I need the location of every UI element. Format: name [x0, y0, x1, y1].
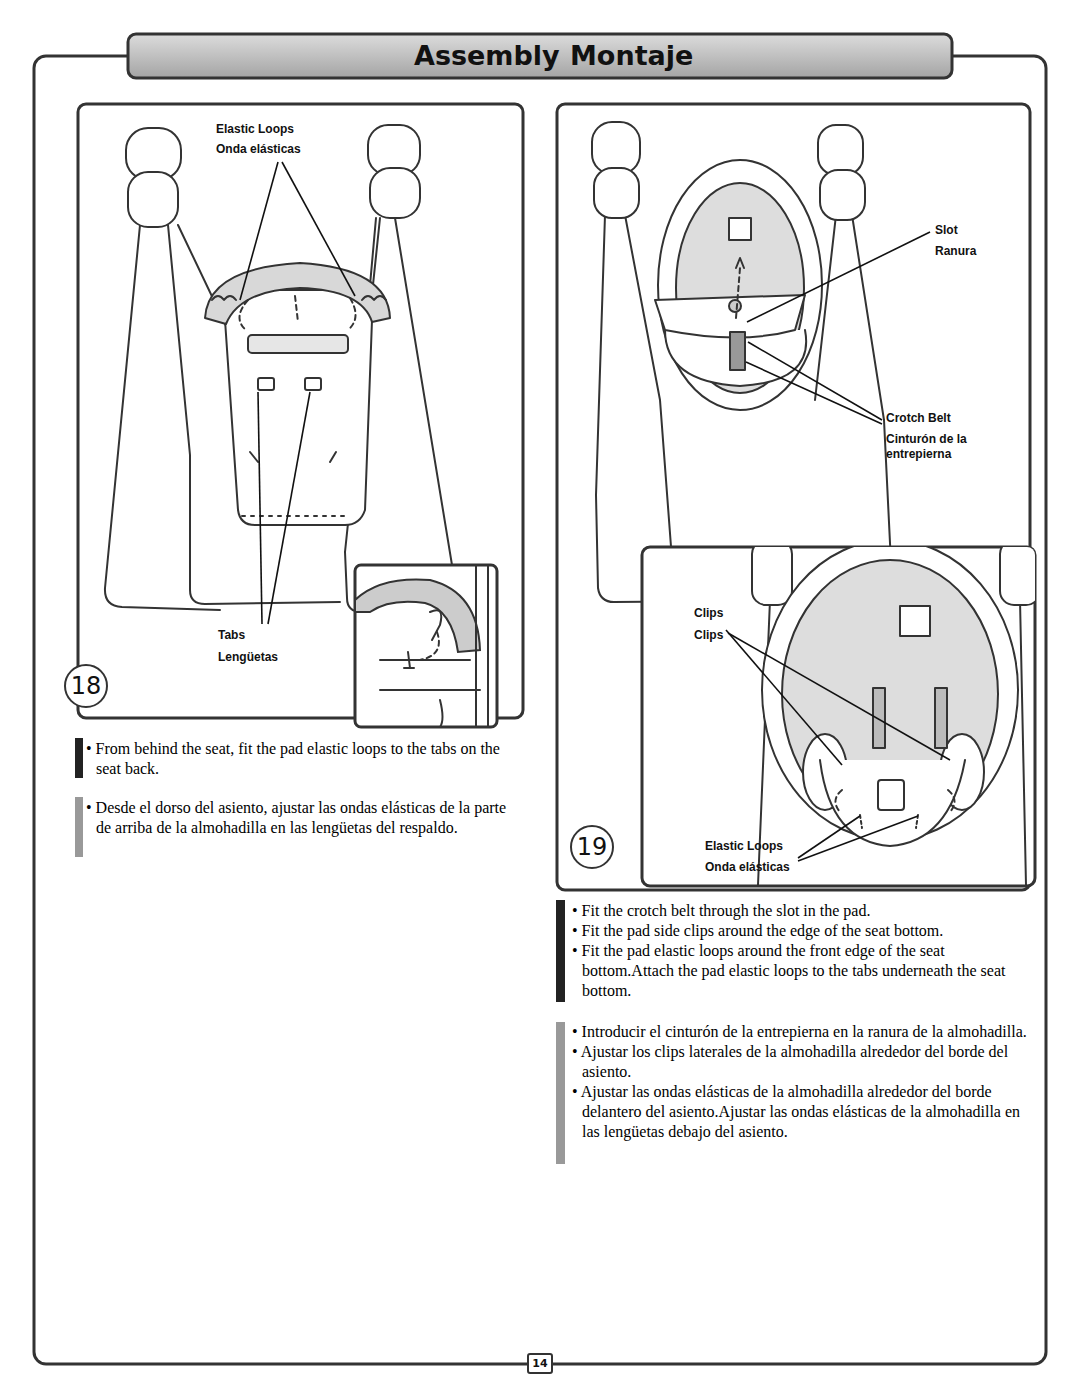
- callout-label: Elastic Loops: [705, 839, 783, 854]
- callout-label: Clips: [694, 628, 723, 643]
- instruction-block: • Fit the crotch belt through the slot i…: [572, 901, 1030, 1001]
- step-number: 19: [570, 825, 614, 869]
- node-text: 19: [577, 833, 608, 861]
- instruction-text: • Introducir el cinturón de la entrepier…: [572, 1022, 1030, 1042]
- instruction-text: • Fit the crotch belt through the slot i…: [572, 901, 1030, 921]
- instruction-text: • Ajustar las ondas elásticas de la almo…: [572, 1082, 1030, 1142]
- instruction-text: • Fit the pad side clips around the edge…: [572, 921, 1030, 941]
- instruction-block: • From behind the seat, fit the pad elas…: [86, 739, 521, 779]
- instruction-block: • Introducir el cinturón de la entrepier…: [572, 1022, 1030, 1142]
- page-title: Assembly: [414, 39, 560, 73]
- callout-label: Tabs: [218, 628, 245, 643]
- instruction-text: • Ajustar los clips laterales de la almo…: [572, 1042, 1030, 1082]
- instruction-text: • Fit the pad elastic loops around the f…: [572, 941, 1030, 1001]
- instruction-text: • Desde el dorso del asiento, ajustar la…: [86, 798, 521, 838]
- step-number: 18: [64, 664, 108, 708]
- callout-label: Elastic Loops: [216, 122, 294, 137]
- callout-label: Onda elásticas: [216, 142, 301, 157]
- callout-label: Ranura: [935, 244, 976, 259]
- instruction-text: • From behind the seat, fit the pad elas…: [86, 739, 521, 779]
- instruction-block: • Desde el dorso del asiento, ajustar la…: [86, 798, 521, 838]
- node-text: 14: [532, 1357, 547, 1370]
- callout-label: Lengüetas: [218, 650, 278, 665]
- callout-label: Onda elásticas: [705, 860, 790, 875]
- page-number: 14: [527, 1353, 553, 1374]
- node-text: 18: [71, 672, 102, 700]
- callout-label: Slot: [935, 223, 958, 238]
- callout-label: Cinturón de la entrepierna: [886, 432, 978, 462]
- page-title: Montaje: [570, 39, 693, 73]
- callout-label: Crotch Belt: [886, 411, 951, 426]
- callout-label: Clips: [694, 606, 723, 621]
